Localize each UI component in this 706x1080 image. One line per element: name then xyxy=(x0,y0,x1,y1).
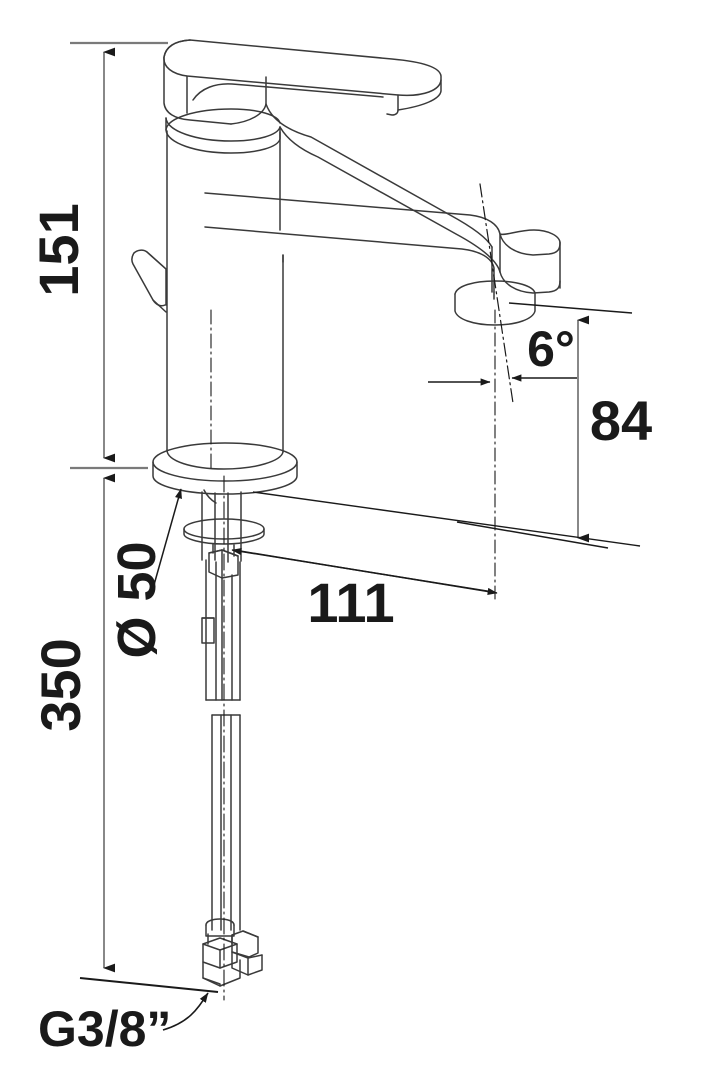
height-151-label: 151 xyxy=(27,203,90,296)
ext-line-84-bottom xyxy=(456,521,609,549)
lever-handle xyxy=(163,39,442,125)
spout-height-84-label: 84 xyxy=(590,389,652,452)
faucet-body-geometry xyxy=(131,39,561,1001)
ext-line-111-top xyxy=(252,491,641,547)
hose-end-fittings xyxy=(202,918,263,987)
ext-line-bottom xyxy=(79,977,219,993)
ext-line-84-top xyxy=(508,302,633,314)
height-350-label: 350 xyxy=(29,638,92,731)
faucet-column-body xyxy=(166,130,284,470)
thread-g38-label: G3/8” xyxy=(38,1001,171,1057)
base-diameter-50-label: Ø 50 xyxy=(107,541,167,658)
outlet-centerline-tilted xyxy=(479,183,514,404)
supply-hoses xyxy=(201,559,241,931)
body-centerline xyxy=(210,309,225,1001)
shank-and-stud xyxy=(201,489,242,563)
dim-line-111-right xyxy=(239,550,498,596)
spout-reach-111-label: 111 xyxy=(307,571,394,634)
dimension-labels: 151 350 84 111 6° Ø 50 G3/8” xyxy=(27,203,652,1057)
dimension-lines xyxy=(70,41,641,1031)
popup-lift-rod-tab xyxy=(131,249,167,313)
outlet-angle-6deg-label: 6° xyxy=(527,321,575,377)
leader-thread-g38 xyxy=(162,992,209,1031)
mounting-flange xyxy=(152,442,298,495)
leader-diameter-50 xyxy=(151,488,182,593)
spout-arm xyxy=(204,103,561,300)
cartridge-cap xyxy=(165,108,281,154)
